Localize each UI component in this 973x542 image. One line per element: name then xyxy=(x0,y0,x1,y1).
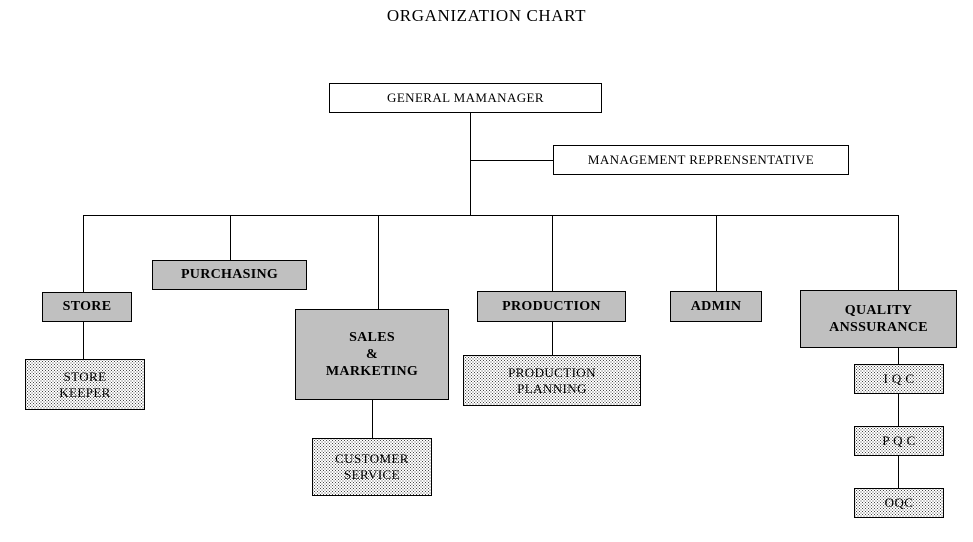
node-label-line-2: ANSSURANCE xyxy=(829,320,928,335)
node-label: MANAGEMENT REPRENSENTATIVE xyxy=(587,152,815,168)
node-production-planning[interactable]: PRODUCTION PLANNING xyxy=(463,355,641,406)
node-iqc[interactable]: I Q C xyxy=(854,364,944,394)
connector-production-to-planning xyxy=(552,322,553,355)
connector-pqc-to-oqc xyxy=(898,456,899,488)
node-label: OQC xyxy=(884,495,914,511)
connector-store-to-keeper xyxy=(83,321,84,359)
node-production[interactable]: PRODUCTION xyxy=(477,291,626,322)
connector-drop-store xyxy=(83,215,84,293)
node-label-line-1: QUALITY xyxy=(844,302,913,318)
node-label-line-2: KEEPER xyxy=(59,384,111,400)
node-label: I Q C xyxy=(883,371,915,387)
node-purchasing[interactable]: PURCHASING xyxy=(152,260,307,290)
node-oqc[interactable]: OQC xyxy=(854,488,944,518)
node-store-keeper[interactable]: STORE KEEPER xyxy=(25,359,145,410)
node-label-line-1: CUSTOMER xyxy=(335,451,409,467)
connector-drop-quality xyxy=(898,215,899,291)
connector-drop-production xyxy=(552,215,553,291)
node-label: ADMIN xyxy=(690,298,742,314)
node-management-representative[interactable]: MANAGEMENT REPRENSENTATIVE xyxy=(553,145,849,175)
node-sales-marketing[interactable]: SALES & MARKETING xyxy=(295,309,449,400)
node-admin[interactable]: ADMIN xyxy=(670,291,762,322)
node-label: PRODUCTION xyxy=(502,298,601,314)
node-label: PURCHASING xyxy=(180,267,279,283)
connector-drop-admin xyxy=(716,215,717,291)
node-label-line-1: STORE xyxy=(63,368,107,384)
node-general-manager[interactable]: GENERAL MAMANAGER xyxy=(329,83,602,113)
node-pqc[interactable]: P Q C xyxy=(854,426,944,456)
connector-department-bus xyxy=(83,215,899,216)
node-label-line-2: SERVICE xyxy=(344,467,400,482)
node-store[interactable]: STORE xyxy=(42,292,132,322)
connector-drop-sales xyxy=(378,215,379,309)
connector-gm-to-mr xyxy=(470,160,553,161)
node-label-line-3: MARKETING xyxy=(325,364,419,380)
connector-quality-to-iqc xyxy=(898,348,899,364)
connector-gm-spine xyxy=(470,112,471,216)
connector-iqc-to-pqc xyxy=(898,394,899,426)
node-label-line-2: & xyxy=(366,346,378,362)
connector-drop-purchasing xyxy=(230,215,231,260)
node-label: P Q C xyxy=(882,433,916,449)
node-label-line-1: PRODUCTION xyxy=(508,364,596,380)
node-label-line-2: PLANNING xyxy=(517,380,587,396)
node-label: GENERAL MAMANAGER xyxy=(387,90,544,106)
node-label-line-1: SALES xyxy=(349,329,395,345)
node-label: STORE xyxy=(62,299,112,315)
connector-sales-to-customer-service xyxy=(372,400,373,438)
page-title: ORGANIZATION CHART xyxy=(386,6,587,25)
node-customer-service[interactable]: CUSTOMER SERVICE xyxy=(312,438,432,496)
node-quality-assurance[interactable]: QUALITY ANSSURANCE xyxy=(800,290,957,348)
